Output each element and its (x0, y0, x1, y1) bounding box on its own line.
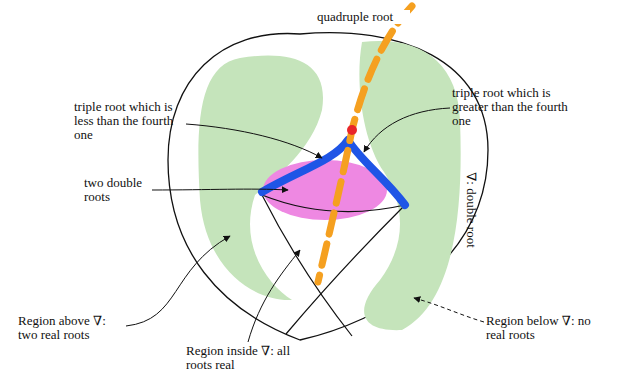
discriminant-outline (168, 33, 488, 340)
surface-label: ∇: double root (464, 172, 478, 248)
leader-line (248, 250, 300, 342)
curve-label: triple root which is greater than the fo… (452, 86, 572, 128)
leader-line (186, 124, 322, 158)
point-label: quadruple root (300, 10, 410, 24)
region-label: Region above ∇: two real roots (18, 314, 128, 342)
region-label: Region below ∇: no real roots (486, 314, 596, 342)
inner-curve (262, 195, 352, 336)
triple-root-curve (262, 140, 405, 205)
leader-line (414, 298, 484, 322)
curve-label: two double roots (84, 176, 154, 204)
region-label: Region inside ∇: all roots real (186, 344, 306, 372)
leader-line (364, 108, 450, 152)
orange-dashed-line (318, 6, 412, 282)
curve-label: triple root which is less than the fourt… (74, 100, 186, 142)
leader-line (152, 189, 288, 191)
quadruple-point (347, 125, 357, 135)
leader-line (126, 236, 230, 326)
inner-curve (286, 205, 405, 334)
